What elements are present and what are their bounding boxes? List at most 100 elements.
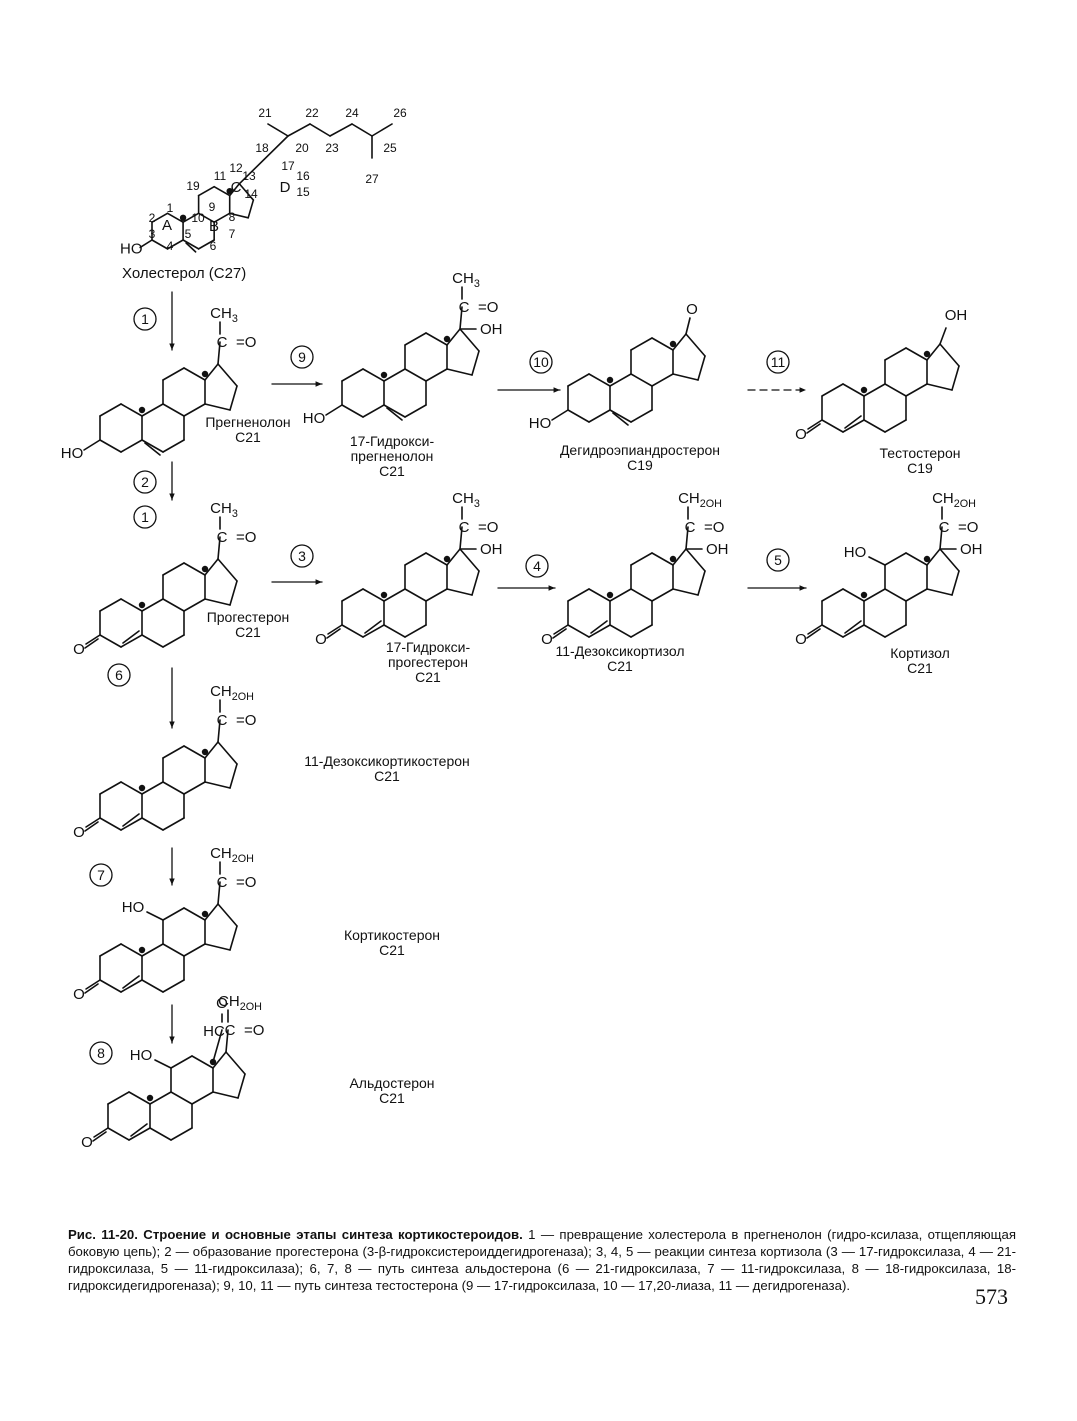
caption-title: Рис. 11-20. Строение и основные этапы си… <box>68 1227 523 1242</box>
dhea-bond-6 <box>609 409 632 423</box>
progesterone-methyl-19 <box>138 601 146 609</box>
11-deoxycorticosterone-ch2oh: CH2OH <box>210 683 254 703</box>
cholesterol-atom-24: 24 <box>345 106 359 120</box>
cholesterol-atom-12: 12 <box>229 161 243 175</box>
cholesterol-atom-22: 22 <box>305 106 319 120</box>
progesterone-c20-oxo: =O <box>236 529 256 546</box>
11-deoxycorticosterone-bond-15 <box>183 781 206 795</box>
progesterone-bond-19 <box>204 558 219 576</box>
arrow-step-10-head <box>553 387 560 393</box>
11-deoxycortisol-double-4-5 <box>590 620 608 634</box>
corticosterone-bond-15 <box>183 943 206 957</box>
cortisol-bond-11-oh <box>868 556 886 566</box>
step-1: 1 <box>141 311 149 327</box>
17-hydroxyprogesterone-bond-19 <box>446 548 461 566</box>
corticosterone-bond-5 <box>99 979 122 993</box>
cholesterol-atom-19: 19 <box>186 179 200 193</box>
step-10: 10 <box>533 354 549 370</box>
17-hydroxyprogesterone-bond-15 <box>425 588 448 602</box>
11-deoxycorticosterone-bond-16 <box>204 781 231 789</box>
progesterone-bond-16 <box>204 598 231 606</box>
cholesterol-bond-2 <box>166 212 184 224</box>
corticosterone-bond-12 <box>162 907 185 921</box>
dhea-bond-5 <box>567 409 590 423</box>
17-hydroxyprogesterone-bond-5 <box>341 624 364 638</box>
aldosterone-c20-oxo: =O <box>244 1022 264 1039</box>
cholesterol-bond-4 <box>166 239 184 250</box>
step-9-circle <box>290 345 314 369</box>
cortisol-ho-11: HO <box>844 544 867 561</box>
arrow-step-1-head <box>169 343 175 350</box>
pregnenolone-methyl-18 <box>201 370 209 378</box>
aldosterone-c20: C <box>225 1022 236 1039</box>
11-deoxycorticosterone-o-3: O <box>73 824 85 841</box>
corticosterone-bond-1 <box>99 943 122 957</box>
11-deoxycorticosterone-bond-2 <box>120 781 143 795</box>
17-hydroxyprogesterone-bond-1 <box>341 588 364 602</box>
cortisol-bond-18 <box>939 548 960 572</box>
dhea-ho-3: HO <box>529 415 552 432</box>
aldosterone-o-3: O <box>81 1134 93 1151</box>
cortisol-bond-10 <box>863 588 886 602</box>
11-deoxycortisol-bond-13 <box>651 552 674 566</box>
pregnenolone-bond-16 <box>204 403 231 411</box>
progesterone-c20: C <box>217 529 228 546</box>
testosterone-bond-7 <box>884 419 907 433</box>
ring-label-a: A <box>162 217 172 234</box>
cortisol-bond-17 <box>951 570 960 596</box>
step-2: 2 <box>141 474 149 490</box>
aldosterone-bond-1 <box>107 1091 130 1105</box>
step-10-circle <box>529 350 553 374</box>
cholesterol-bond-18 <box>238 182 255 201</box>
11-deoxycortisol-bond-5 <box>567 624 590 638</box>
17-hydroxypregnenolone-bond-10 <box>383 368 406 382</box>
pregnenolone-bond-15 <box>183 403 206 417</box>
11-deoxycortisol-methyl-18 <box>669 555 677 563</box>
11-deoxycorticosterone-bond-13 <box>183 745 206 759</box>
step-5: 5 <box>774 552 782 568</box>
11-deoxycortisol-o-3: O <box>541 631 553 648</box>
11-deoxycortisol-bond-1 <box>567 588 590 602</box>
cortisol-bond-7 <box>884 624 907 638</box>
11-deoxycortisol-c20-oxo: =O <box>704 519 724 536</box>
cholesterol-atom-9: 9 <box>209 200 216 214</box>
cholesterol-sidechain-5 <box>351 123 373 137</box>
17-hydroxyprogesterone-bond-9 <box>404 588 427 602</box>
11-deoxycorticosterone-bond-4 <box>120 817 143 831</box>
11-deoxycorticosterone-bond-5 <box>99 817 122 831</box>
corticosterone-methyl-18 <box>201 910 209 918</box>
corticosterone-bond-17 <box>229 925 238 951</box>
dhea-bond-1 <box>567 373 590 387</box>
dhea-bond-19 <box>672 333 687 351</box>
11-deoxycorticosterone-bond-3-o <box>85 817 101 828</box>
testosterone-bond-6 <box>863 419 886 433</box>
11-deoxycorticosterone-methyl-18 <box>201 748 209 756</box>
cortisol-bond-2 <box>842 588 865 602</box>
dhea-bond-3-oh <box>551 409 569 421</box>
pregnenolone-bond-2 <box>120 403 143 417</box>
step-2-circle <box>133 470 157 494</box>
progesterone-bond-17 <box>229 580 238 606</box>
17-hydroxyprogesterone-bond-3-o2 <box>326 628 341 639</box>
cholesterol-atom-6: 6 <box>210 239 217 253</box>
ring-label-d: D <box>280 179 291 196</box>
17-hydroxypregnenolone-bond-9 <box>404 368 427 382</box>
17-hydroxypregnenolone-ch3: CH3 <box>452 270 480 290</box>
17-hydroxypregnenolone-c20-oxo: =O <box>478 299 498 316</box>
cholesterol-sidechain-6 <box>371 123 393 137</box>
11-deoxycorticosterone-methyl-19 <box>138 784 146 792</box>
dhea-methyl-19 <box>606 376 614 384</box>
aldosterone-bond-19 <box>212 1051 227 1069</box>
11-deoxycortisol-bond-15 <box>651 588 674 602</box>
step-9: 9 <box>298 349 306 365</box>
17-hydroxypregnenolone-bond-16 <box>446 368 473 376</box>
aldosterone-bond-11-oh <box>154 1059 172 1069</box>
cortisol-ch2oh: CH2OH <box>932 490 976 510</box>
cholesterol-sidechain-1 <box>267 123 289 137</box>
cholesterol-atom-18: 18 <box>255 141 269 155</box>
cholesterol-bond-13 <box>213 185 231 197</box>
step-11: 11 <box>771 354 786 370</box>
aldosterone-bond-5 <box>107 1127 130 1141</box>
